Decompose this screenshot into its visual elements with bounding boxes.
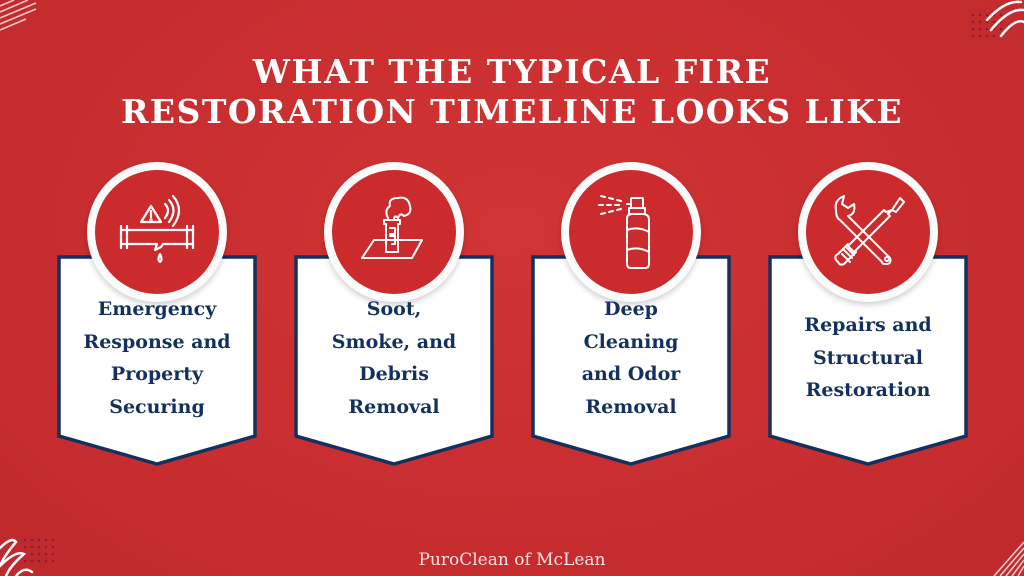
- step-label: Deep Cleaning and Odor Removal: [581, 298, 681, 418]
- page-title-line-2: RESTORATION TIMELINE LOOKS LIKE: [120, 92, 904, 131]
- step-card-3: Deep Cleaning and Odor Removal: [531, 150, 731, 470]
- icon-circle: [324, 162, 464, 302]
- icon-circle: [798, 162, 938, 302]
- page-title-line-1: WHAT THE TYPICAL FIRE: [252, 52, 772, 91]
- stripes-decoration-top-left: [0, 0, 37, 31]
- scribble-decoration-top-right: [985, 0, 1024, 38]
- icon-circle: [87, 162, 227, 302]
- step-label: Soot, Smoke, and Debris Removal: [331, 298, 457, 418]
- spray-bottle-icon: [598, 195, 650, 269]
- step-card-4: Repairs and Structural Restoration: [768, 150, 968, 470]
- stripes-decoration-bottom-right: [993, 541, 1024, 576]
- chimney-smoke-icon: [361, 196, 423, 259]
- step-label: Repairs and Structural Restoration: [804, 314, 932, 401]
- scribble-decoration-bottom-left: [0, 538, 34, 576]
- footer-brand: PuroClean of McLean: [418, 550, 606, 570]
- wrench-screwdriver-icon: [834, 195, 905, 266]
- step-label: Emergency Response and Property Securing: [83, 298, 231, 418]
- leaking-pipe-warning-icon: [119, 194, 195, 264]
- dots-decoration-bottom-left: [23, 538, 55, 563]
- step-card-1: Emergency Response and Property Securing: [57, 150, 257, 470]
- icon-circle: [561, 162, 701, 302]
- step-card-2: Soot, Smoke, and Debris Removal: [294, 150, 494, 470]
